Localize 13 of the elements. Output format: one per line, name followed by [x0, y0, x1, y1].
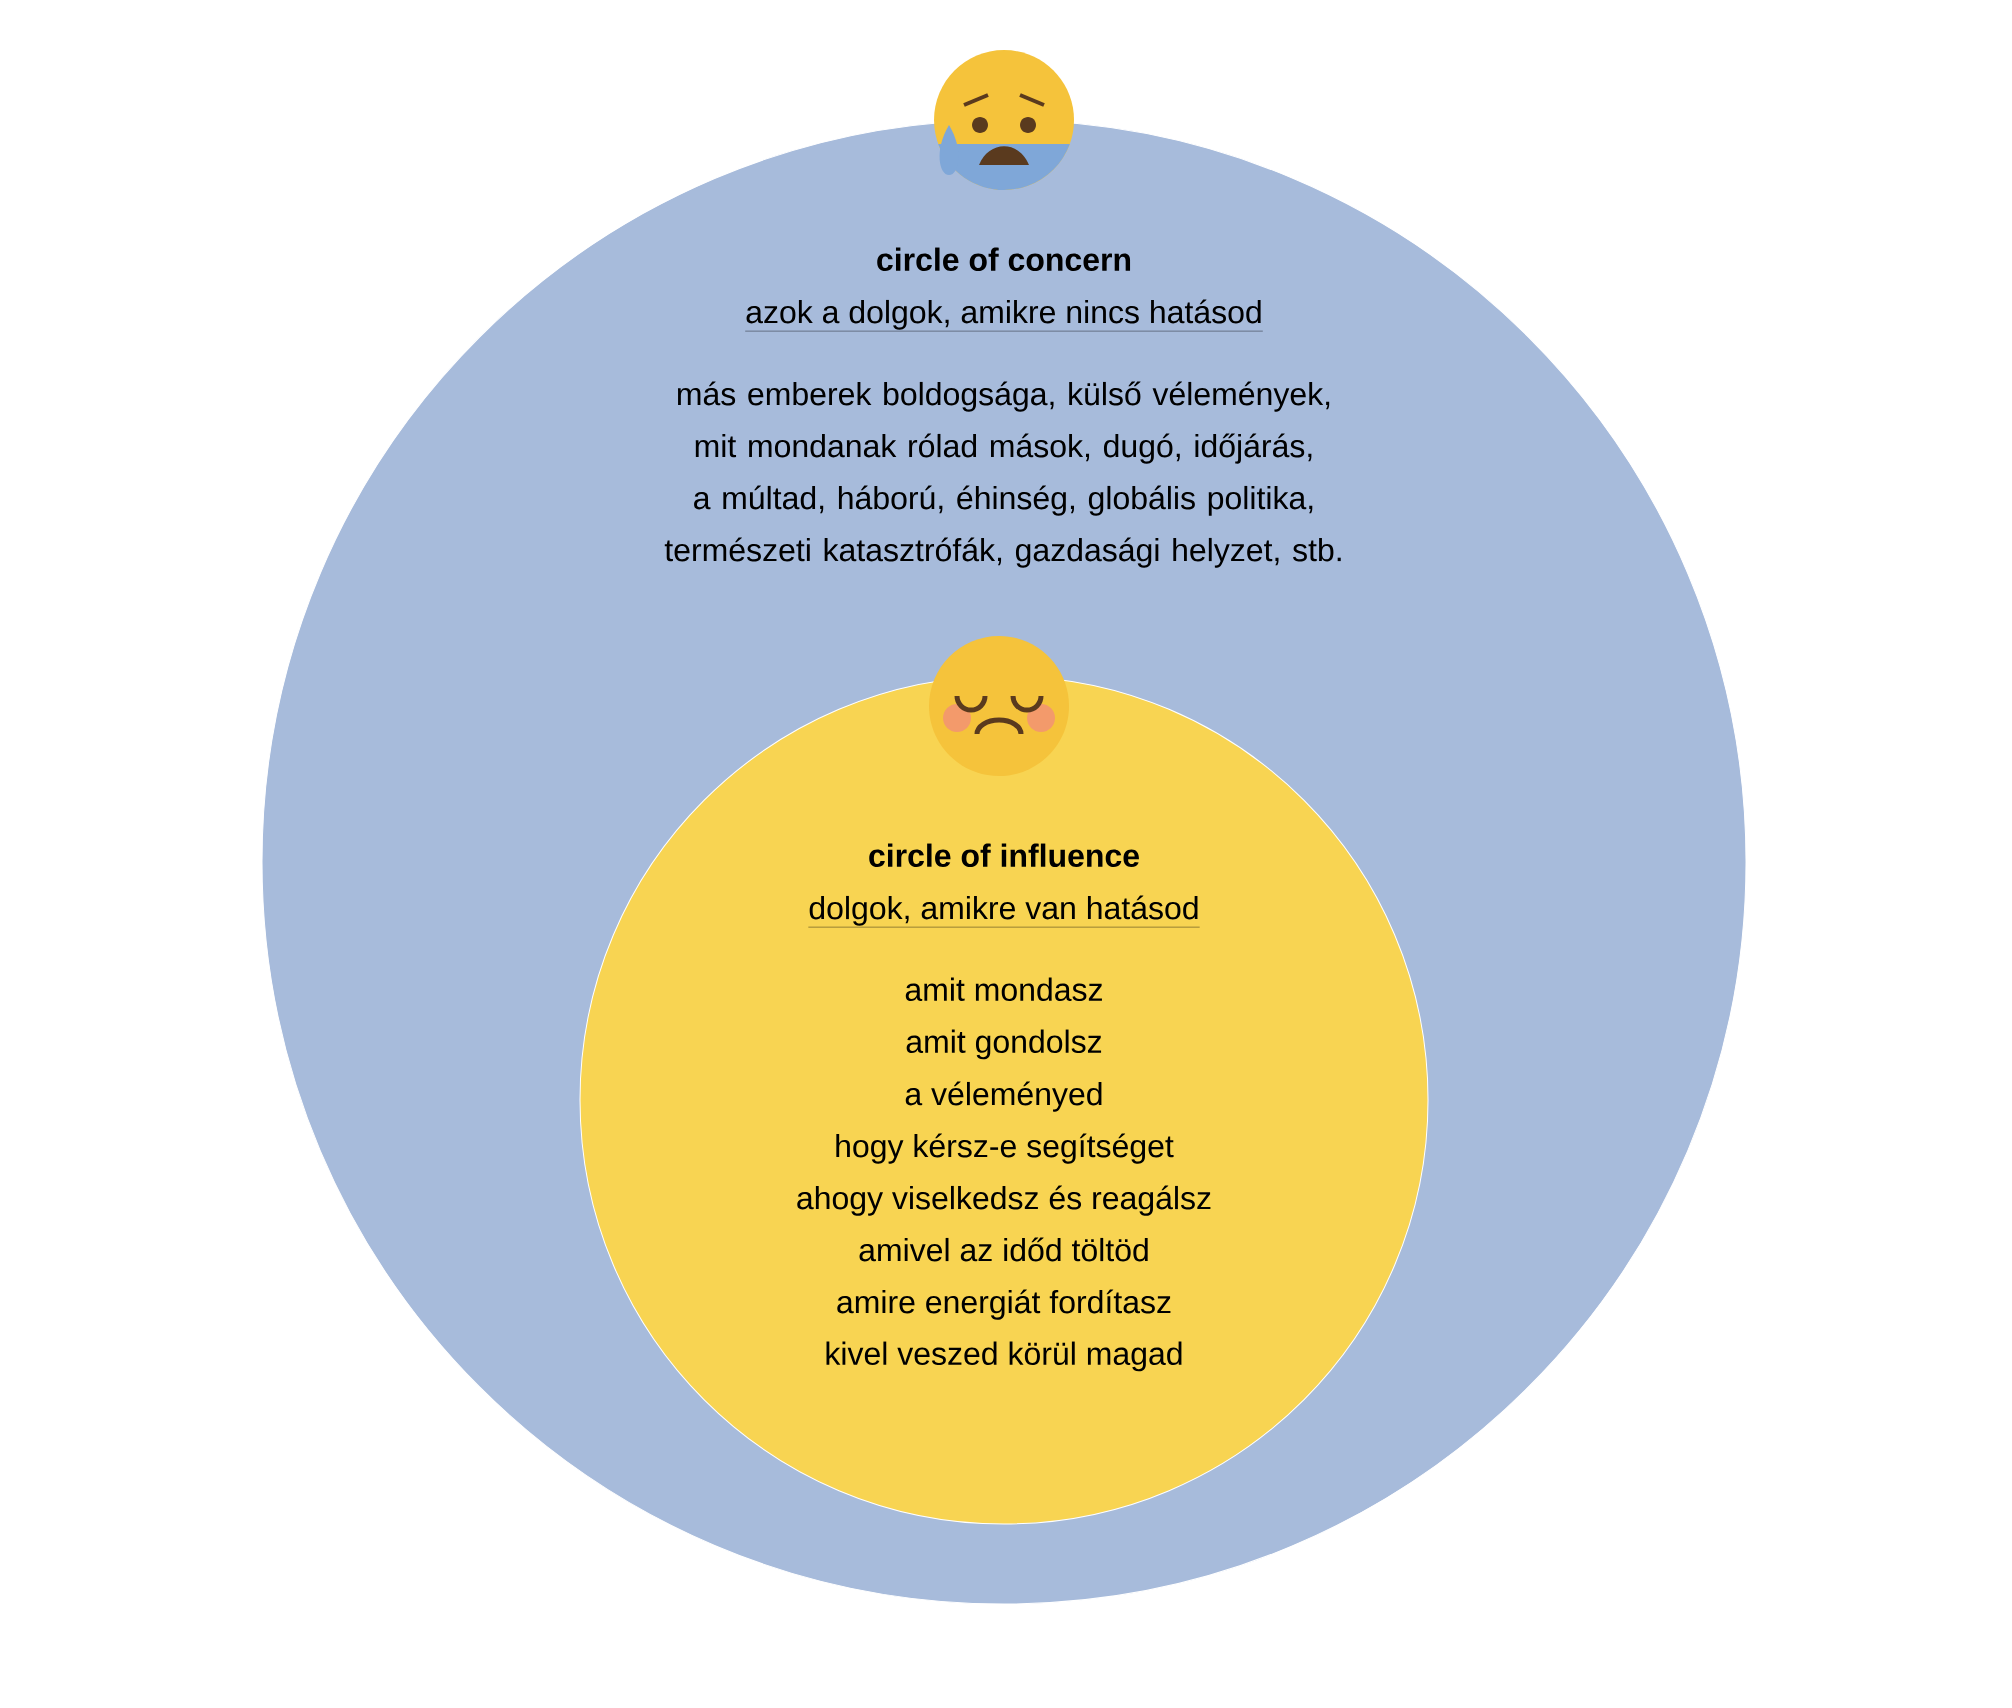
- list-item: amire energiát fordítasz: [837, 1289, 1171, 1320]
- list-item: kivel veszed körül magad: [826, 1341, 1182, 1372]
- list-item: a véleményed: [905, 1081, 1102, 1112]
- list-item: ahogy viselkedsz és reagálsz: [797, 1185, 1211, 1216]
- circle-subtitle: azok a dolgok, amikre nincs hatásod: [745, 299, 1263, 332]
- circle-heading: circle of concern: [877, 247, 1131, 272]
- list-item: hogy kérsz-e segítséget: [836, 1133, 1174, 1164]
- list-item: amit gondolsz: [906, 1029, 1102, 1060]
- description: más emberek boldogsága, külső vélemények, mit mondanak rólad mások, dugó, időjárás, a múltad, háború, éhinség, globális politika, természeti katasztrófák, gazdasági helyzet, stb.: [664, 381, 1341, 568]
- list-item: amivel az időd töltöd: [859, 1237, 1148, 1262]
- circle-subtitle: dolgok, amikre van hatásod: [808, 895, 1200, 928]
- list-item: amit mondasz: [905, 977, 1102, 1002]
- circle-heading: circle of influence: [869, 843, 1139, 868]
